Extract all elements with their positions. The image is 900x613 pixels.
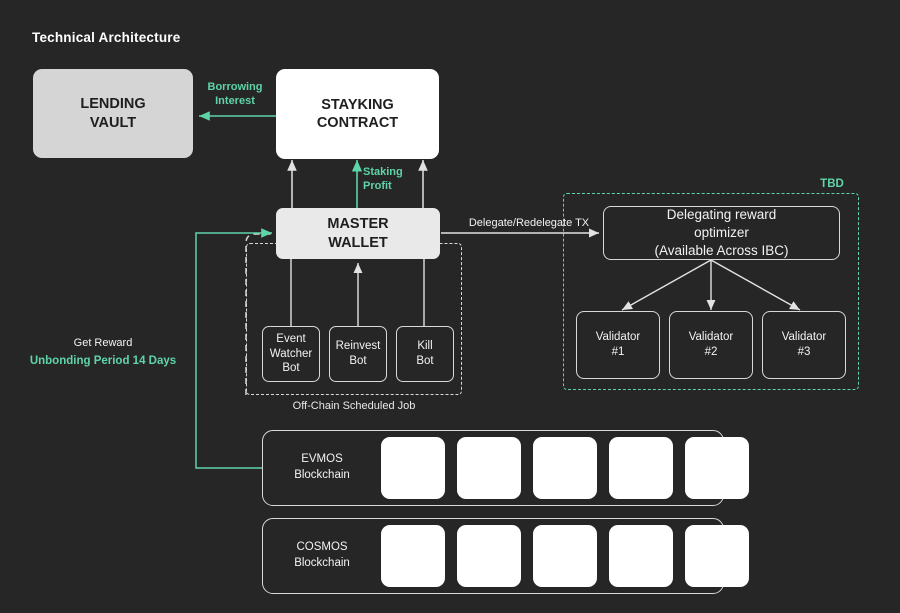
evmos-block[interactable] (457, 437, 521, 499)
cosmos-block[interactable] (381, 525, 445, 587)
tbd-label: TBD (820, 178, 844, 190)
page-title: Technical Architecture (32, 30, 181, 45)
evmos-block[interactable] (609, 437, 673, 499)
borrowing-interest-line2: Interest (215, 94, 255, 107)
validator-3-label-line2: #3 (797, 346, 811, 358)
evmos-block[interactable] (533, 437, 597, 499)
get-reward-label: Get Reward (73, 337, 133, 349)
lending-vault-label-line1: LENDING (80, 96, 146, 113)
borrowing-interest-line1: Borrowing (207, 81, 263, 93)
validator-1-label-line1: Validator (595, 331, 641, 344)
kill-bot-label-line2: Bot (416, 355, 434, 367)
stayking-contract-label-line1: STAYKING (321, 96, 394, 113)
kill-bot-node[interactable]: Kill Bot (396, 326, 454, 382)
cosmos-blockchain-label: COSMOS Blockchain (263, 540, 381, 571)
master-wallet-label-line2: WALLET (328, 234, 388, 251)
optimizer-label-line3: (Available Across IBC) (654, 243, 789, 259)
optimizer-label-line1: Delegating reward (666, 206, 777, 222)
delegate-redelegate-tx-label: Delegate/Redelegate TX (468, 217, 590, 229)
evmos-label-line1: EVMOS (301, 453, 343, 466)
off-chain-region-caption: Off-Chain Scheduled Job (292, 400, 416, 412)
cosmos-block[interactable] (533, 525, 597, 587)
event-watcher-bot-label-line3: Bot (282, 362, 300, 375)
stayking-contract-node[interactable]: STAYKING CONTRACT (276, 69, 439, 159)
lending-vault-node[interactable]: LENDING VAULT (33, 69, 193, 158)
cosmos-label-line2: Blockchain (294, 557, 350, 569)
tbd-region (563, 193, 859, 390)
cosmos-block[interactable] (457, 525, 521, 587)
cosmos-block-list (381, 525, 749, 587)
evmos-block-list (381, 437, 749, 499)
reinvest-bot-node[interactable]: Reinvest Bot (329, 326, 387, 382)
evmos-block[interactable] (381, 437, 445, 499)
evmos-blockchain-row[interactable]: EVMOS Blockchain (262, 430, 749, 506)
staking-profit-line2: Profit (363, 179, 392, 192)
evmos-blockchain-label: EVMOS Blockchain (263, 452, 381, 483)
validator-2-node[interactable]: Validator #2 (669, 311, 753, 379)
validator-2-label-line2: #2 (704, 346, 718, 358)
event-watcher-bot-node[interactable]: Event Watcher Bot (262, 326, 320, 382)
master-wallet-label-line1: MASTER (327, 216, 389, 233)
validator-1-label-line2: #1 (611, 346, 625, 358)
validator-3-node[interactable]: Validator #3 (762, 311, 846, 379)
validator-3-label-line1: Validator (781, 331, 827, 344)
validator-1-node[interactable]: Validator #1 (576, 311, 660, 379)
evmos-block[interactable] (685, 437, 749, 499)
cosmos-block[interactable] (685, 525, 749, 587)
event-watcher-bot-label-line1: Event (276, 332, 306, 345)
delegating-reward-optimizer-node[interactable]: Delegating reward optimizer (Available A… (603, 206, 840, 260)
event-watcher-bot-label-line2: Watcher (269, 347, 313, 360)
staking-profit-label: Staking Profit (363, 166, 423, 194)
cosmos-blockchain-row[interactable]: COSMOS Blockchain (262, 518, 749, 594)
validator-2-label-line1: Validator (688, 331, 734, 344)
borrowing-interest-label: Borrowing Interest (194, 81, 276, 109)
unbonding-period-label: Unbonding Period 14 Days (29, 355, 177, 367)
cosmos-label-line1: COSMOS (296, 541, 348, 554)
reinvest-bot-label-line2: Bot (349, 355, 367, 367)
stayking-contract-label-line2: CONTRACT (316, 115, 399, 131)
kill-bot-label-line1: Kill (417, 340, 433, 353)
cosmos-block[interactable] (609, 525, 673, 587)
master-wallet-node[interactable]: MASTER WALLET (276, 208, 440, 259)
lending-vault-label-line2: VAULT (89, 114, 137, 131)
optimizer-label-line2: optimizer (694, 224, 749, 240)
staking-profit-line1: Staking (363, 166, 403, 178)
evmos-label-line2: Blockchain (294, 469, 350, 481)
reinvest-bot-label-line1: Reinvest (335, 340, 381, 353)
